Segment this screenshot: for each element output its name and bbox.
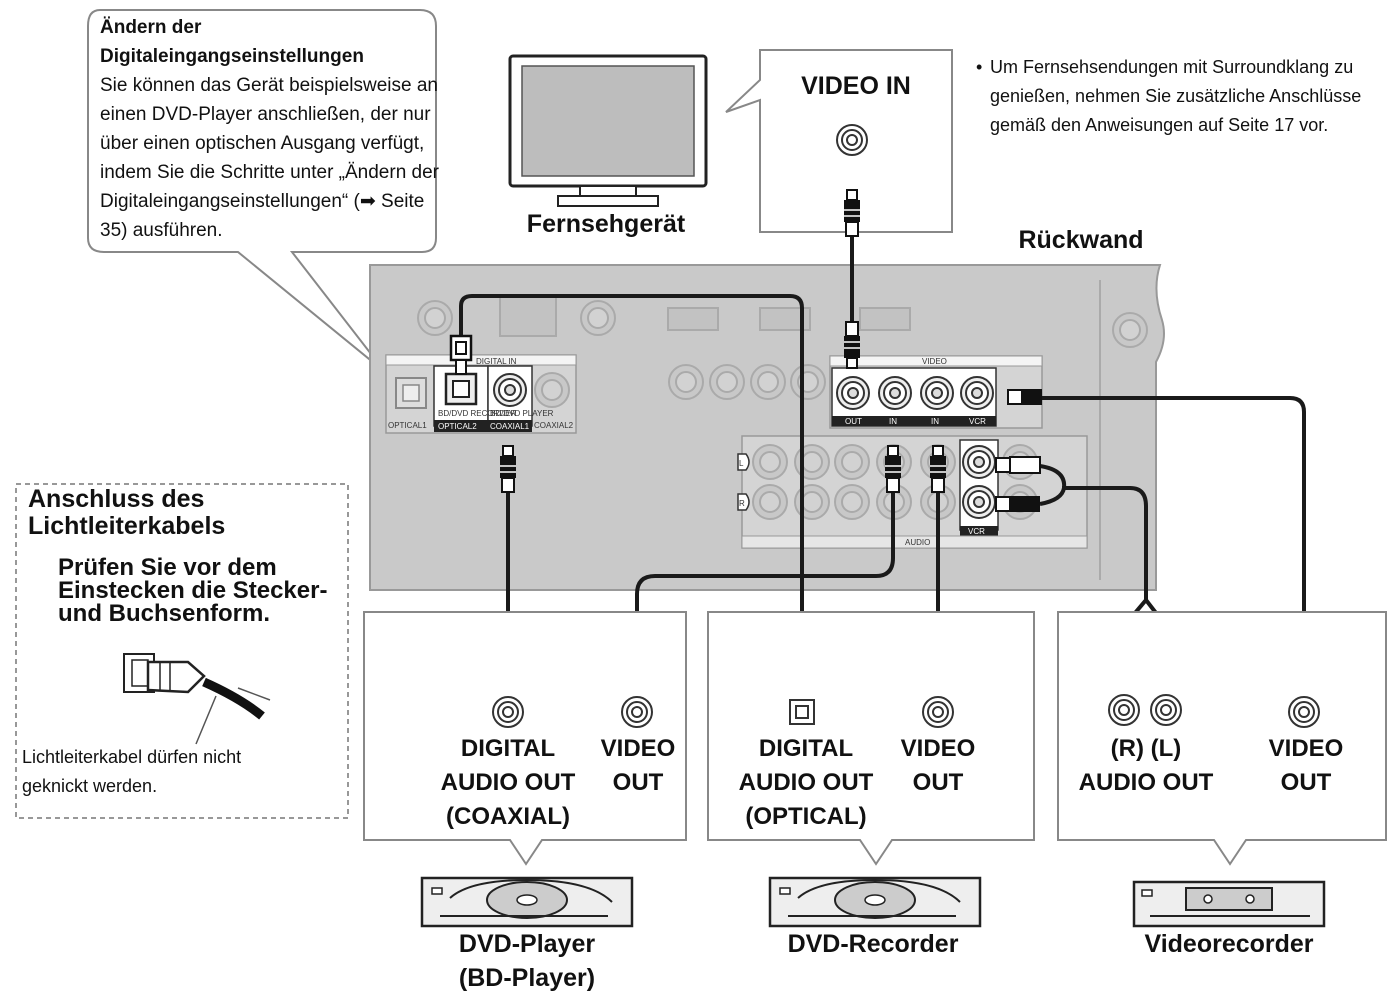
dvd-recorder-out1-line: AUDIO OUT xyxy=(739,769,874,796)
callout-line: indem Sie die Schritte unter „Ändern der xyxy=(100,162,440,183)
rear-panel: DIGITAL IN BD/DVD RECORDER BD/DVD PLAYER… xyxy=(369,264,1165,591)
callout-line: einen DVD-Player anschließen, der nur xyxy=(100,104,431,125)
light-guide-check-line: Prüfen Sie vor dem xyxy=(58,554,277,581)
tv-video-in-jack xyxy=(836,124,868,156)
light-guide-warning-line2: geknickt werden. xyxy=(22,776,157,796)
dvd-recorder-box: DIGITAL AUDIO OUT (OPTICAL) VIDEO OUT xyxy=(707,611,1035,866)
digital-input-callout: Ändern der Digitaleingangseinstellungen … xyxy=(87,9,440,373)
video-in-bd-port xyxy=(878,376,912,410)
coaxial1-label: COAXIAL1 xyxy=(490,422,530,431)
dvd-player-out1-line: DIGITAL xyxy=(461,735,555,762)
vcr-audio-l-jack xyxy=(1150,694,1182,726)
video-vcr-label: VCR xyxy=(969,417,986,426)
vcr-out2-line: OUT xyxy=(1281,769,1332,796)
audio-vcr-label: VCR xyxy=(968,527,985,536)
vcr-audio-r-jack xyxy=(1108,694,1140,726)
vcr-audio-plug-l xyxy=(995,456,1041,474)
tv-video-in-callout: VIDEO IN xyxy=(725,49,953,233)
dvd-recorder-out2-line: VIDEO xyxy=(901,735,976,762)
dvd-recorder-out1-line: DIGITAL xyxy=(759,735,853,762)
dvd-player-icon xyxy=(420,876,634,928)
audio-vcr-r-port xyxy=(962,485,996,519)
audio-r-marker: R xyxy=(737,493,750,511)
rear-panel-label: Rückwand xyxy=(1018,226,1143,254)
dvd-player-video-jack xyxy=(621,696,653,728)
light-guide-check-line: und Buchsenform. xyxy=(58,600,270,627)
callout-line: Digitaleingangseinstellungen“ (➡ Seite xyxy=(100,191,424,212)
audio-l-marker: L xyxy=(737,453,750,471)
callout-title-line2: Digitaleingangseinstellungen xyxy=(100,46,364,67)
dvd-recorder-video-jack xyxy=(922,696,954,728)
video-out-port xyxy=(836,376,870,410)
vcr-icon xyxy=(1132,880,1326,928)
dvd-player-out1-line: (COAXIAL) xyxy=(446,803,570,830)
vcr-out1-line: AUDIO OUT xyxy=(1079,769,1214,796)
callout-title-line1: Ändern der xyxy=(100,17,202,38)
vcr-out1-line: (R) (L) xyxy=(1111,735,1182,762)
dvd-player-out2-line: VIDEO xyxy=(601,735,676,762)
video-section-label: VIDEO xyxy=(922,357,947,366)
note-bullet: • xyxy=(976,57,982,77)
light-guide-box: Anschluss des Lichtleiterkabels Prüfen S… xyxy=(15,483,349,819)
vcr-audio-plug-r xyxy=(995,496,1040,512)
optical1-port xyxy=(395,377,427,409)
note-line: genießen, nehmen Sie zusätzliche Anschlü… xyxy=(990,86,1361,106)
tv-icon xyxy=(508,54,708,207)
light-guide-title-line1: Anschluss des xyxy=(28,485,204,513)
callout-line: 35) ausführen. xyxy=(100,220,223,241)
dvd-player-out2-line: OUT xyxy=(613,769,664,796)
video-in-label: IN xyxy=(889,417,897,426)
vcr-video-jack xyxy=(1288,696,1320,728)
audio-vcr-l-port xyxy=(962,445,996,479)
callout-line: Sie können das Gerät beispielsweise an xyxy=(100,75,438,96)
optical-plug-icon xyxy=(123,653,271,745)
port-sub-label: BD/DVD RECORDER xyxy=(438,409,516,418)
light-guide-title-line2: Lichtleiterkabels xyxy=(28,512,225,540)
note-line: Um Fernsehsendungen mit Surroundklang zu xyxy=(990,57,1353,77)
optical1-label: OPTICAL1 xyxy=(388,421,427,430)
light-guide-check-line: Einstecken die Stecker- xyxy=(58,577,327,604)
dvd-player-box: DIGITAL AUDIO OUT (COAXIAL) VIDEO OUT xyxy=(363,611,687,866)
dvd-player-out1-line: AUDIO OUT xyxy=(441,769,576,796)
optical2-port xyxy=(444,372,478,406)
tv-video-in-label: VIDEO IN xyxy=(801,72,911,100)
surround-note: • Um Fernsehsendungen mit Surroundklang … xyxy=(976,57,1361,135)
note-line: gemäß den Anweisungen auf Seite 17 vor. xyxy=(990,115,1328,135)
video-in-dvd-port xyxy=(920,376,954,410)
dvd-player-label: DVD-Player xyxy=(459,930,595,958)
audio-section-label: AUDIO xyxy=(905,538,930,547)
dvd-recorder-label: DVD-Recorder xyxy=(788,930,959,958)
dvd-player-coaxial-jack xyxy=(492,696,524,728)
video-in-vcr-port xyxy=(960,376,994,410)
svg-text:R: R xyxy=(739,499,745,508)
vcr-label: Videorecorder xyxy=(1144,930,1313,958)
coaxial2-label: COAXIAL2 xyxy=(534,421,574,430)
optical2-label: OPTICAL2 xyxy=(438,422,477,431)
port-sub-label: BD/DVD PLAYER xyxy=(490,409,554,418)
dvd-recorder-optical-jack xyxy=(789,699,815,725)
vcr-box: (R) (L) AUDIO OUT VIDEO OUT xyxy=(1057,611,1387,866)
tv-label: Fernsehgerät xyxy=(527,210,686,238)
dvd-player-label-sub: (BD-Player) xyxy=(459,964,595,992)
digital-in-label: DIGITAL IN xyxy=(476,357,517,366)
svg-text:L: L xyxy=(739,459,744,468)
vcr-out2-line: VIDEO xyxy=(1269,735,1344,762)
video-in-label: IN xyxy=(931,417,939,426)
dvd-recorder-icon xyxy=(768,876,982,928)
dvd-recorder-out1-line: (OPTICAL) xyxy=(745,803,866,830)
dvd-recorder-out2-line: OUT xyxy=(913,769,964,796)
video-out-label: OUT xyxy=(845,417,862,426)
callout-line: über einen optischen Ausgang verfügt, xyxy=(100,133,424,154)
coaxial1-port xyxy=(493,373,527,407)
light-guide-warning-line1: Lichtleiterkabel dürfen nicht xyxy=(22,747,241,767)
